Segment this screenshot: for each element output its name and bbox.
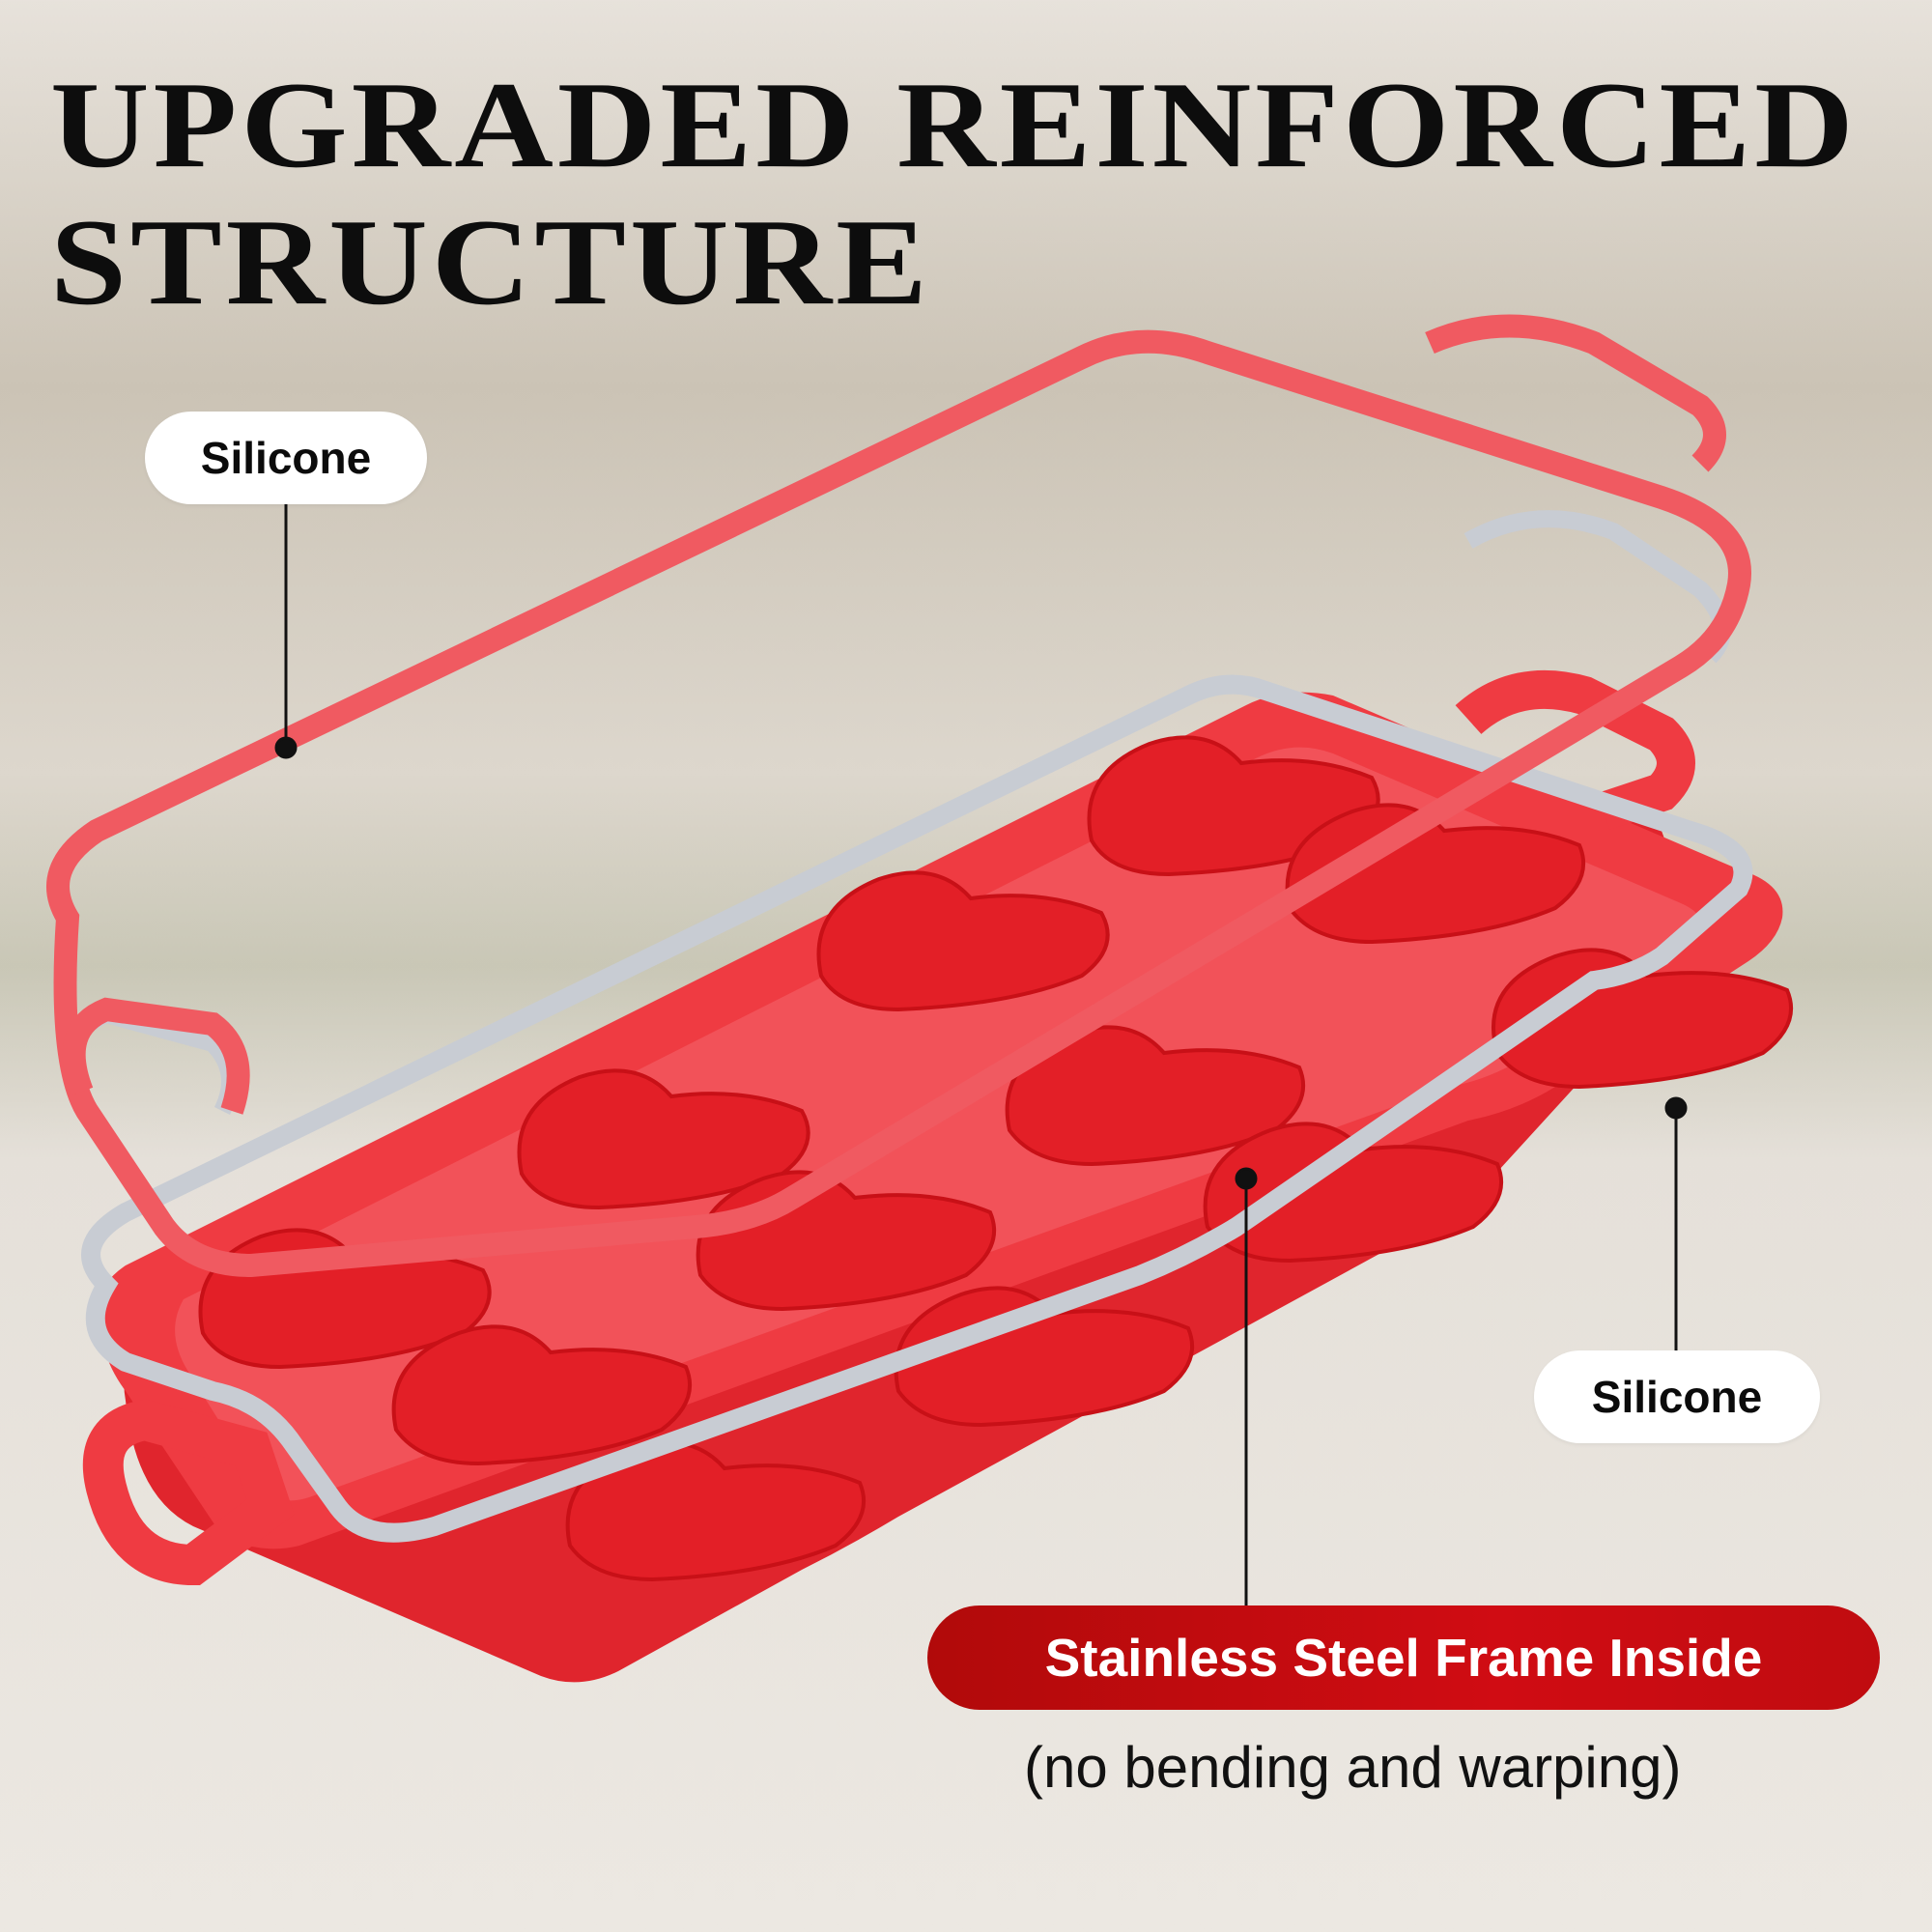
silicone-rim-handle-right <box>1425 314 1726 472</box>
callout-dot-right-silicone <box>1664 1096 1688 1120</box>
callout-dot-frame <box>1235 1167 1258 1190</box>
heart-cavities <box>198 735 1794 1582</box>
label-top-silicone: Silicone <box>145 412 427 504</box>
tray-handle-left <box>82 1399 295 1586</box>
heart-cavity <box>816 870 1110 1012</box>
label-stainless-frame: Stainless Steel Frame Inside <box>927 1605 1880 1710</box>
callout-lines <box>274 504 1688 1605</box>
headline: UPGRADED REINFORCED STRUCTURE <box>50 63 1905 337</box>
tray-handle-right <box>1455 669 1695 830</box>
steel-frame-outline <box>81 674 1753 1543</box>
silicone-rim-outline <box>46 329 1751 1278</box>
heart-cavity <box>1203 1122 1504 1264</box>
subnote-no-bending: (no bending and warping) <box>1024 1735 1682 1800</box>
label-right-silicone: Silicone <box>1534 1350 1820 1443</box>
heart-cavity <box>391 1324 693 1466</box>
headline-line-1: UPGRADED REINFORCED <box>50 55 1858 193</box>
headline-line-2: STRUCTURE <box>50 192 931 330</box>
steel-frame-handle-right <box>1463 510 1731 664</box>
callout-dot-top-silicone <box>274 736 298 759</box>
heart-cavity <box>517 1068 810 1210</box>
heart-cavity <box>894 1286 1195 1428</box>
silicone-rim-handle-left <box>62 997 250 1115</box>
silicone-rim <box>46 314 1751 1278</box>
heart-cavity <box>1285 803 1586 945</box>
heart-cavity <box>1492 948 1794 1090</box>
